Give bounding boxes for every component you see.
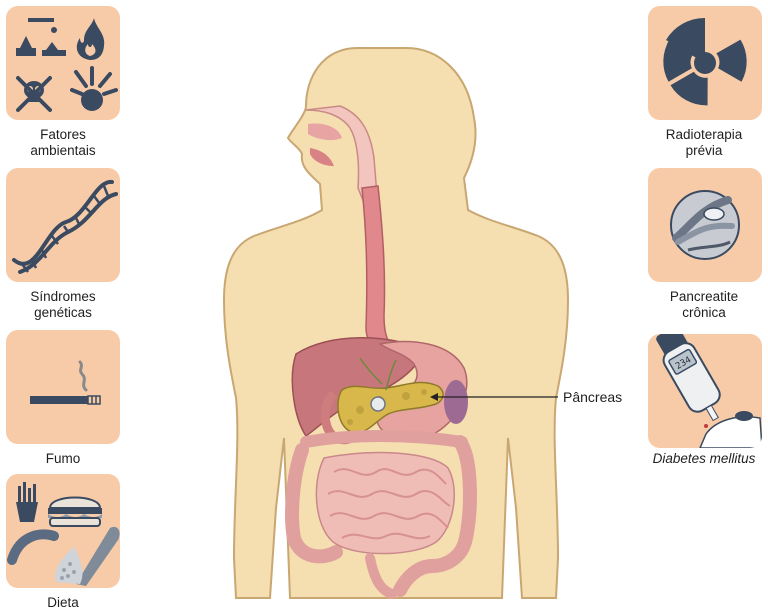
spleen [444,380,468,424]
diet-label: Dieta [47,595,79,610]
dna-icon [12,180,118,274]
radiation-icon [663,17,747,106]
fast-food-icon [7,482,120,586]
diabetes-label: Diabetes mellitus [652,451,756,466]
human-torso-digestive-system [222,47,570,599]
previous-radiotherapy-card [648,6,762,120]
glucose-meter-icon: 234 [656,334,762,448]
head-cutaway [305,105,379,209]
chronic-pancreatitis-card [648,168,762,282]
environmental-hazards-icon [16,18,118,112]
large-intestine [285,435,477,597]
smoking-label: Fumo [45,451,81,466]
body-silhouette [222,47,570,599]
pancreatitis-icon [670,190,740,260]
diabetes-card: 234 [648,334,762,448]
smoking-card [6,330,120,444]
pancreas-label: Pâncreas [563,389,623,405]
genetic-syndromes-card [6,168,120,282]
cigarette-icon [30,360,101,405]
small-intestine [315,451,455,555]
environmental-factors-card [6,6,120,120]
diet-card [6,474,120,588]
